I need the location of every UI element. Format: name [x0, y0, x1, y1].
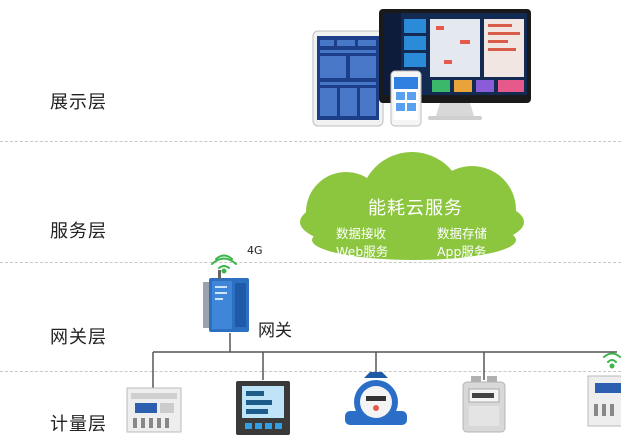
- gateway-device: [203, 270, 249, 332]
- cloud-title: 能耗云服务: [368, 198, 463, 219]
- separator-service-gateway: [0, 262, 621, 263]
- layer-label-gateway: 网关层: [50, 327, 107, 348]
- gateway-signal-label: 4G: [247, 244, 263, 257]
- panel-meter-device: [236, 381, 290, 435]
- cloud-item-app-service: App服务: [437, 244, 487, 259]
- phone-device: [390, 70, 422, 127]
- cloud-item-data-storage: 数据存储: [437, 226, 488, 241]
- cloud-item-web-service: Web服务: [336, 244, 389, 259]
- gas-meter-device: [462, 376, 506, 433]
- wifi-icon: [211, 254, 237, 274]
- cloud-item-data-receive: 数据接收: [336, 226, 387, 241]
- separator-display-service: [0, 141, 621, 142]
- wifi-icon-right: [603, 352, 621, 369]
- rail-meter-device-partial: [587, 375, 621, 427]
- connection-lines: [152, 333, 617, 388]
- cloud-shape: [300, 152, 524, 260]
- layer-label-display: 展示层: [50, 92, 107, 113]
- separator-gateway-metering: [0, 371, 621, 372]
- layer-label-metering: 计量层: [50, 414, 107, 435]
- layer-label-service: 服务层: [50, 221, 107, 242]
- rail-meter-device: [126, 387, 182, 433]
- gateway-label: 网关: [258, 321, 292, 341]
- tablet-device: [312, 30, 384, 127]
- water-meter-device: [345, 372, 407, 425]
